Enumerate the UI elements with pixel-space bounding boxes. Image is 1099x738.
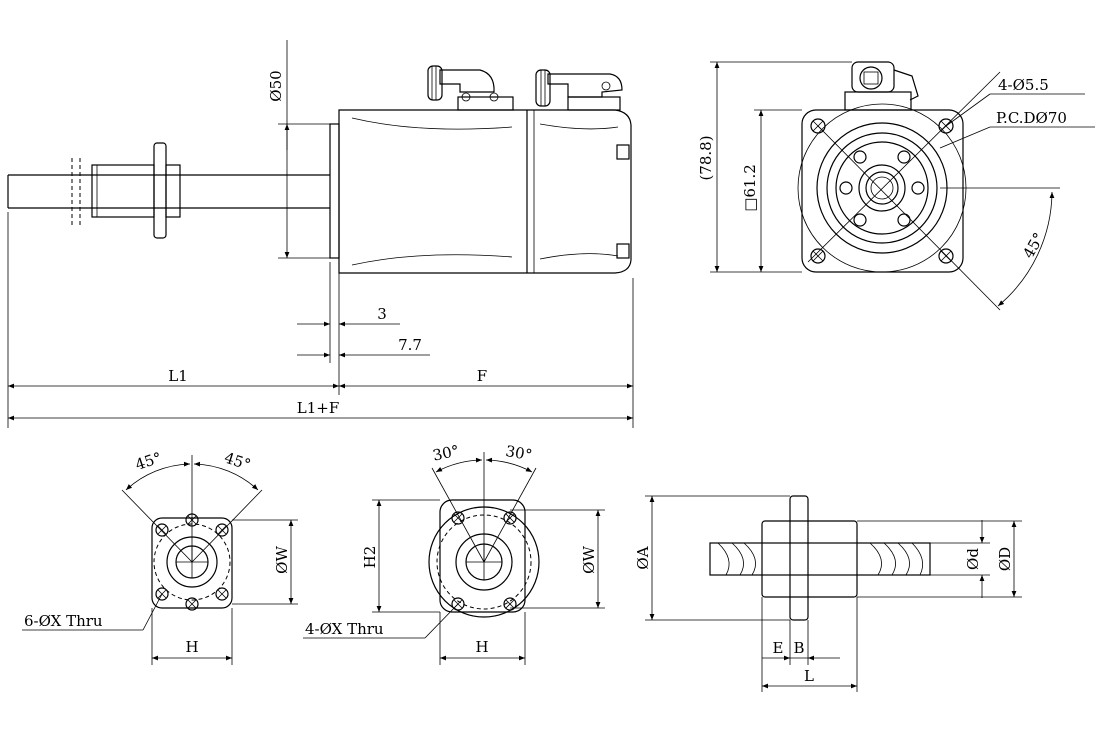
front-view: (78.8) □61.2 4-Ø5.5 P.C.DØ70 45° — [697, 61, 1095, 311]
H-left-label: H — [185, 638, 198, 656]
L-label: L — [804, 667, 814, 685]
ang30-left-label: 30° — [431, 442, 461, 465]
holes4-label: 4-Ø5.5 — [998, 76, 1049, 94]
nut-holes-4 — [451, 511, 517, 611]
nut-view-6hole: 45° 45° ØW 6-ØX Thru H — [22, 449, 298, 665]
side-view: Ø50 3 7.7 L1 F L1+F — [7, 40, 634, 428]
motor-body — [338, 109, 632, 274]
sq61-2-label: □61.2 — [741, 164, 759, 212]
dim-flange-thickness: 3 7.7 — [297, 262, 430, 395]
power-connector — [427, 65, 514, 111]
ang30-right-label: 30° — [504, 442, 533, 464]
thru4-label: 4-ØX Thru — [305, 620, 384, 638]
motor-front-face — [329, 123, 340, 259]
E-label: E — [773, 639, 784, 657]
encoder-connector — [535, 69, 623, 111]
F-label: F — [477, 367, 487, 385]
thru6-label: 6-ØX Thru — [24, 612, 103, 630]
B-label: B — [793, 639, 804, 657]
dim-lengths: L1 F L1+F — [7, 212, 634, 428]
nut-side-view: ØA Ød ØD E B L — [634, 495, 1022, 692]
h78-8-label: (78.8) — [697, 135, 715, 180]
phi50-label: Ø50 — [267, 70, 285, 101]
front-connector — [844, 61, 919, 111]
dim-3-label: 3 — [377, 305, 387, 323]
dim-7-7-label: 7.7 — [398, 336, 422, 354]
dim-phi50: Ø50 — [267, 40, 330, 259]
pcd-label: P.C.DØ70 — [996, 109, 1067, 127]
phiW-left-label: ØW — [273, 546, 291, 574]
screw-thread — [717, 542, 924, 576]
phiD-label: ØD — [996, 547, 1014, 571]
H2-label: H2 — [361, 546, 379, 569]
screw-shaft — [7, 142, 330, 239]
H-mid-label: H — [475, 638, 488, 656]
phiA-label: ØA — [634, 546, 652, 569]
mount-holes — [810, 118, 954, 264]
L1F-label: L1+F — [297, 399, 339, 417]
ang45-left-label: 45° — [133, 449, 164, 474]
nut-view-4hole: 30° 30° H2 ØW 4-ØX Thru H — [303, 442, 605, 665]
nut-holes-6 — [155, 513, 229, 611]
L1-label: L1 — [168, 367, 188, 385]
phiW-mid-label: ØW — [580, 546, 598, 574]
phid-label: Ød — [964, 548, 982, 570]
ang45-side-label: 45° — [1019, 229, 1048, 261]
